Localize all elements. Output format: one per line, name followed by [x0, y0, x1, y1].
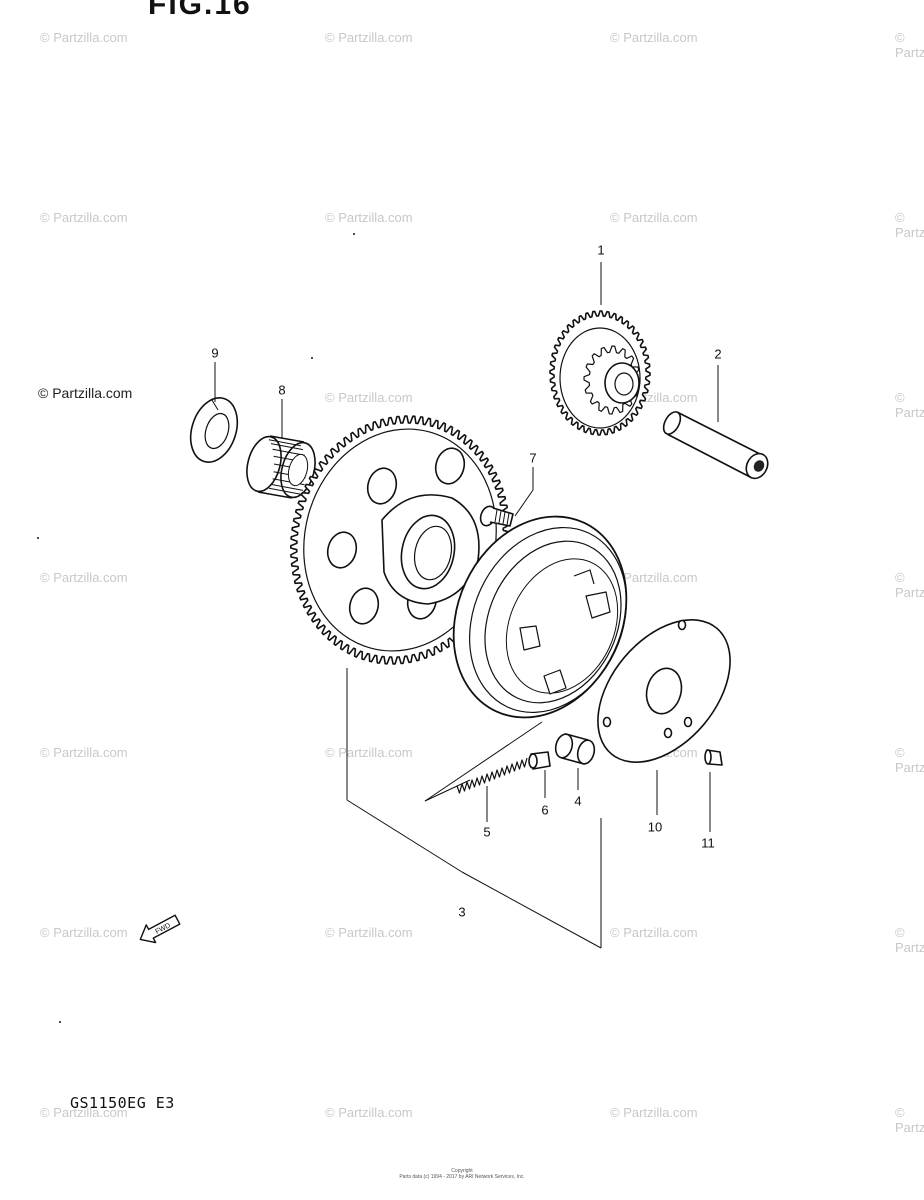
watermark-text: © Partzilla.com	[40, 210, 128, 225]
part-number-5: 5	[483, 824, 491, 840]
starter-clutch-gear-part-3	[289, 415, 511, 665]
idler-gear-part-1	[549, 310, 651, 436]
shaft-part-2	[662, 411, 769, 480]
watermark-text: © Partzilla.com	[40, 570, 128, 585]
bolt-part-7	[479, 505, 514, 527]
bearing-needle	[270, 443, 304, 451]
spring-part-5	[456, 757, 528, 794]
clutch-housing	[452, 515, 628, 719]
watermark-text: © Partzilla.com	[610, 30, 698, 45]
watermark-text: © Partzilla.com	[895, 390, 924, 420]
part-number-1: 1	[597, 242, 605, 258]
part-number-7: 7	[529, 450, 537, 466]
watermark-text: © Partzilla.com	[610, 925, 698, 940]
watermark-text: © Partzilla.com	[610, 1105, 698, 1120]
watermark-text: © Partzilla.com	[610, 570, 698, 585]
lightening-hole	[348, 587, 380, 625]
watermark-text: © Partzilla.com	[895, 1105, 924, 1135]
watermark-text: © Partzilla.com	[40, 925, 128, 940]
watermark-text: © Partzilla.com	[325, 925, 413, 940]
fwd-arrow: FWD	[139, 914, 181, 944]
part-number-2: 2	[714, 346, 722, 362]
watermark-text: © Partzilla.com	[325, 30, 413, 45]
model-code: GS1150EG E3	[70, 1094, 175, 1112]
watermark-text: © Partzilla.com	[40, 745, 128, 760]
lightening-hole	[434, 447, 466, 485]
copyright-line-1: Copyright	[451, 1168, 473, 1174]
part-number-11: 11	[701, 835, 715, 851]
bearing-needle	[268, 487, 301, 495]
part-number-8: 8	[278, 382, 286, 398]
cap-part-6	[528, 751, 551, 770]
part-number-10: 10	[647, 819, 663, 835]
watermark-text: © Partzilla.com	[610, 210, 698, 225]
part-number-9: 9	[211, 345, 219, 361]
watermark-text: © Partzilla.com	[325, 210, 413, 225]
roller-part-4	[554, 733, 596, 765]
bearing-needle	[270, 483, 304, 491]
watermark-text: © Partzilla.com	[325, 1105, 413, 1120]
lightening-hole	[366, 467, 398, 505]
copyright-footer: Copyright Parts data (c) 1994 - 2017 by …	[0, 1168, 924, 1180]
watermark-text: © Partzilla.com	[325, 390, 413, 405]
part-number-3: 3	[458, 904, 466, 920]
copyright-line-2: Parts data (c) 1994 - 2017 by ARI Networ…	[399, 1174, 525, 1180]
dowel-pin-part-11	[704, 749, 723, 766]
watermark-text: © Partzilla.com	[895, 210, 924, 240]
watermark-text: © Partzilla.com	[895, 570, 924, 600]
lightening-hole	[326, 531, 358, 569]
leader-lines	[214, 262, 719, 949]
part-number-4: 4	[574, 793, 582, 809]
watermark-text: © Partzilla.com	[40, 1105, 128, 1120]
washer-part-9	[189, 397, 239, 463]
watermark-prominent: © Partzilla.com	[38, 385, 133, 401]
figure-title: FIG.16	[148, 0, 252, 21]
part-number-6: 6	[541, 802, 549, 818]
watermark-text: © Partzilla.com	[895, 745, 924, 775]
watermark-text: © Partzilla.com	[895, 30, 924, 60]
watermark-text: © Partzilla.com	[895, 925, 924, 955]
watermark-text: © Partzilla.com	[40, 30, 128, 45]
bearing-needle	[268, 439, 301, 447]
plate-part-10	[597, 619, 731, 763]
